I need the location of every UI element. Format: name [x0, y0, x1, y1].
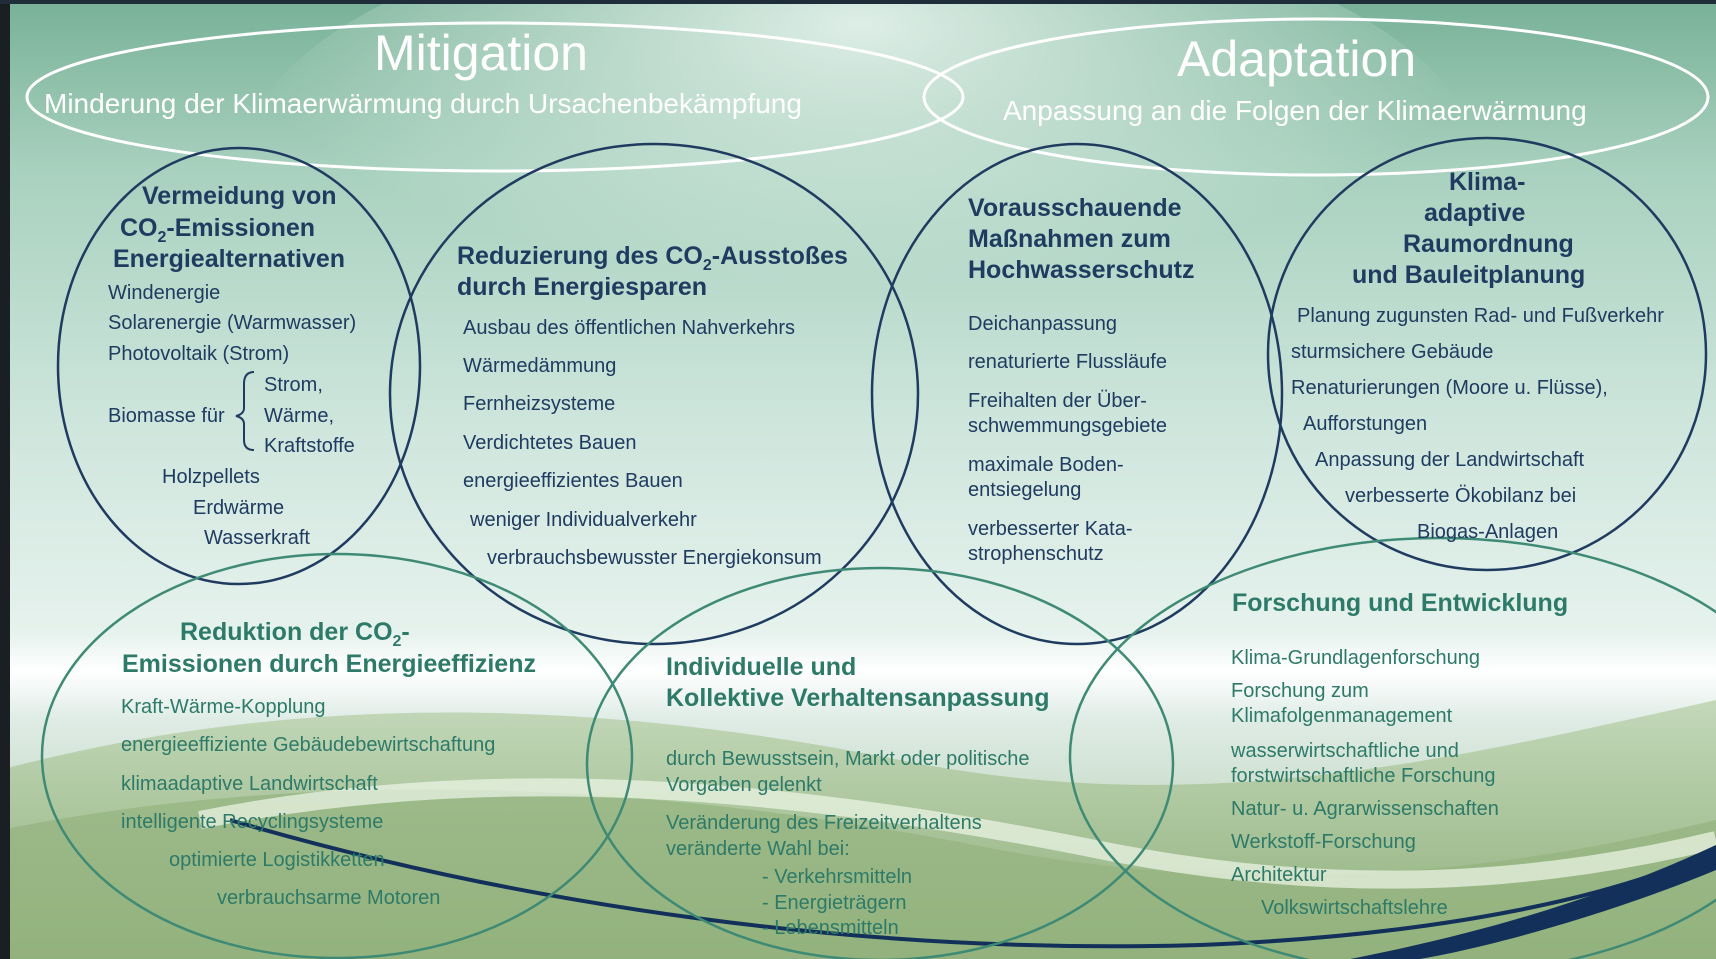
- vermeidung-item: Solarenergie (Warmwasser): [108, 312, 357, 334]
- verhalten-heading-line: Kollektive Verhaltensanpassung: [666, 684, 1050, 712]
- forschung-item: Natur- u. Agrarwissenschaften: [1231, 798, 1499, 820]
- forschung-item: Volkswirtschaftslehre: [1261, 897, 1448, 919]
- forschung-heading: Forschung und Entwicklung: [1232, 589, 1569, 617]
- verhalten-heading-line: Individuelle und: [666, 653, 857, 681]
- forschung-item: Werkstoff-Forschung: [1231, 831, 1416, 853]
- forschung-circle: [1068, 536, 1716, 959]
- raumordnung-heading-line: adaptive: [1424, 199, 1526, 227]
- raumordnung-item: Planung zugunsten Rad- und Fußverkehr: [1297, 305, 1664, 327]
- forschung-item: Klima-Grundlagenforschung: [1231, 647, 1481, 669]
- reduzierung-item: Wärmedämmung: [463, 355, 617, 377]
- raumordnung-item: Biogas-Anlagen: [1417, 521, 1559, 543]
- verhalten-item: - Energieträgern: [762, 892, 907, 914]
- forschung-item: Forschung zum: [1231, 680, 1369, 702]
- reduzierung-item: Ausbau des öffentlichen Nahverkehrs: [463, 317, 796, 339]
- hochwasser-heading-line: Hochwasserschutz: [968, 256, 1195, 284]
- center-glow: [240, 0, 1480, 430]
- vermeidung-item: Windenergie: [108, 282, 221, 304]
- biomasse-use: Wärme,: [264, 405, 334, 427]
- effizienz-item: klimaadaptive Landwirtschaft: [121, 773, 378, 795]
- raumordnung-heading-line: Klima-: [1449, 168, 1526, 196]
- hochwasser-item: entsiegelung: [968, 479, 1082, 501]
- effizienz-item: energieeffiziente Gebäudebewirtschaftung: [121, 734, 496, 756]
- effizienz-item: intelligente Recyclingsysteme: [121, 811, 384, 833]
- hochwasser-item: renaturierte Flussläufe: [968, 351, 1167, 373]
- reduzierung-heading-line2: durch Energiesparen: [457, 273, 708, 301]
- vermeidung-heading-line3: Energiealternativen: [113, 245, 346, 273]
- mitigation-ellipse: [25, 21, 965, 173]
- biomasse-brace: [235, 371, 255, 451]
- raumordnung-item: Aufforstungen: [1303, 413, 1428, 435]
- navy-swoosh-thin: [229, 818, 1716, 949]
- landscape-light-swoosh: [198, 778, 1716, 889]
- vermeidung-item: Erdwärme: [193, 497, 285, 519]
- raumordnung-item: Renaturierungen (Moore u. Flüsse),: [1291, 377, 1608, 399]
- verhalten-item: - Lebensmitteln: [762, 917, 899, 939]
- top-frame-bar: [0, 0, 1716, 4]
- adaptation-ellipse: [922, 17, 1710, 177]
- effizienz-item: verbrauchsarme Motoren: [217, 887, 441, 909]
- raumordnung-heading-line: Raumordnung: [1403, 230, 1574, 258]
- biomasse-use: Strom,: [264, 374, 323, 396]
- verhalten-item: Veränderung des Freizeitverhaltens: [666, 812, 982, 834]
- vermeidung-circle: [56, 146, 422, 586]
- reduzierung-circle: [388, 142, 920, 646]
- vermeidung-heading-line2: CO2-Emissionen: [120, 214, 316, 246]
- vermeidung-item: Holzpellets: [162, 466, 260, 488]
- effizienz-circle: [40, 552, 634, 959]
- hochwasser-heading-line: Vorausschauende: [968, 194, 1182, 222]
- effizienz-item: optimierte Logistikketten: [169, 849, 385, 871]
- raumordnung-circle: [1266, 136, 1708, 572]
- hochwasser-item: Deichanpassung: [968, 313, 1117, 335]
- mitigation-title: Mitigation: [374, 25, 588, 81]
- mitigation-subtitle: Minderung der Klimaerwärmung durch Ursac…: [44, 88, 802, 119]
- vermeidung-item: Wasserkraft: [204, 527, 310, 549]
- reduzierung-item: Fernheizsysteme: [463, 393, 616, 415]
- hochwasser-heading-line: Maßnahmen zum: [968, 225, 1171, 253]
- vermeidung-heading-line1: Vermeidung von: [142, 182, 337, 210]
- vermeidung-item: Photovoltaik (Strom): [108, 343, 290, 365]
- verhalten-item: veränderte Wahl bei:: [666, 838, 850, 860]
- hochwasser-item: schwemmungsgebiete: [968, 415, 1167, 437]
- reduzierung-item: verbrauchsbewusster Energiekonsum: [487, 547, 822, 569]
- verhalten-item: - Verkehrsmitteln: [762, 866, 913, 888]
- effizienz-heading-line1: Reduktion der CO2-: [180, 618, 410, 650]
- forschung-item: wasserwirtschaftliche und: [1231, 740, 1459, 762]
- hochwasser-circle: [870, 142, 1284, 646]
- biomasse-use: Kraftstoffe: [264, 435, 355, 457]
- biomasse-label: Biomasse für: [108, 405, 225, 427]
- hochwasser-item: verbesserter Kata-: [968, 518, 1133, 540]
- forschung-item: Klimafolgenmanagement: [1231, 705, 1453, 727]
- raumordnung-item: sturmsichere Gebäude: [1291, 341, 1494, 363]
- reduzierung-heading-line1: Reduzierung des CO2-Ausstoßes: [457, 242, 848, 274]
- forschung-item: Architektur: [1231, 864, 1327, 886]
- raumordnung-heading-line: und Bauleitplanung: [1352, 261, 1586, 289]
- adaptation-subtitle: Anpassung an die Folgen der Klimaerwärmu…: [1003, 95, 1587, 126]
- adaptation-title: Adaptation: [1177, 31, 1417, 87]
- reduzierung-item: weniger Individualverkehr: [470, 509, 697, 531]
- reduzierung-item: Verdichtetes Bauen: [463, 432, 637, 454]
- left-frame-bar: [0, 0, 10, 959]
- forschung-item: forstwirtschaftliche Forschung: [1231, 765, 1496, 787]
- landscape-hill-front: [0, 789, 1716, 959]
- hochwasser-item: Freihalten der Über-: [968, 390, 1147, 412]
- verhalten-item: Vorgaben gelenkt: [666, 774, 822, 796]
- hochwasser-item: strophenschutz: [968, 543, 1104, 565]
- hochwasser-item: maximale Boden-: [968, 454, 1124, 476]
- effizienz-heading-line2: Emissionen durch Energieeffizienz: [122, 650, 536, 678]
- raumordnung-item: Anpassung der Landwirtschaft: [1315, 449, 1585, 471]
- verhalten-circle: [585, 566, 1175, 959]
- verhalten-item: durch Bewusstsein, Markt oder politische: [666, 748, 1030, 770]
- reduzierung-item: energieeffizientes Bauen: [463, 470, 683, 492]
- raumordnung-item: verbesserte Ökobilanz bei: [1345, 485, 1577, 507]
- effizienz-item: Kraft-Wärme-Kopplung: [121, 696, 326, 718]
